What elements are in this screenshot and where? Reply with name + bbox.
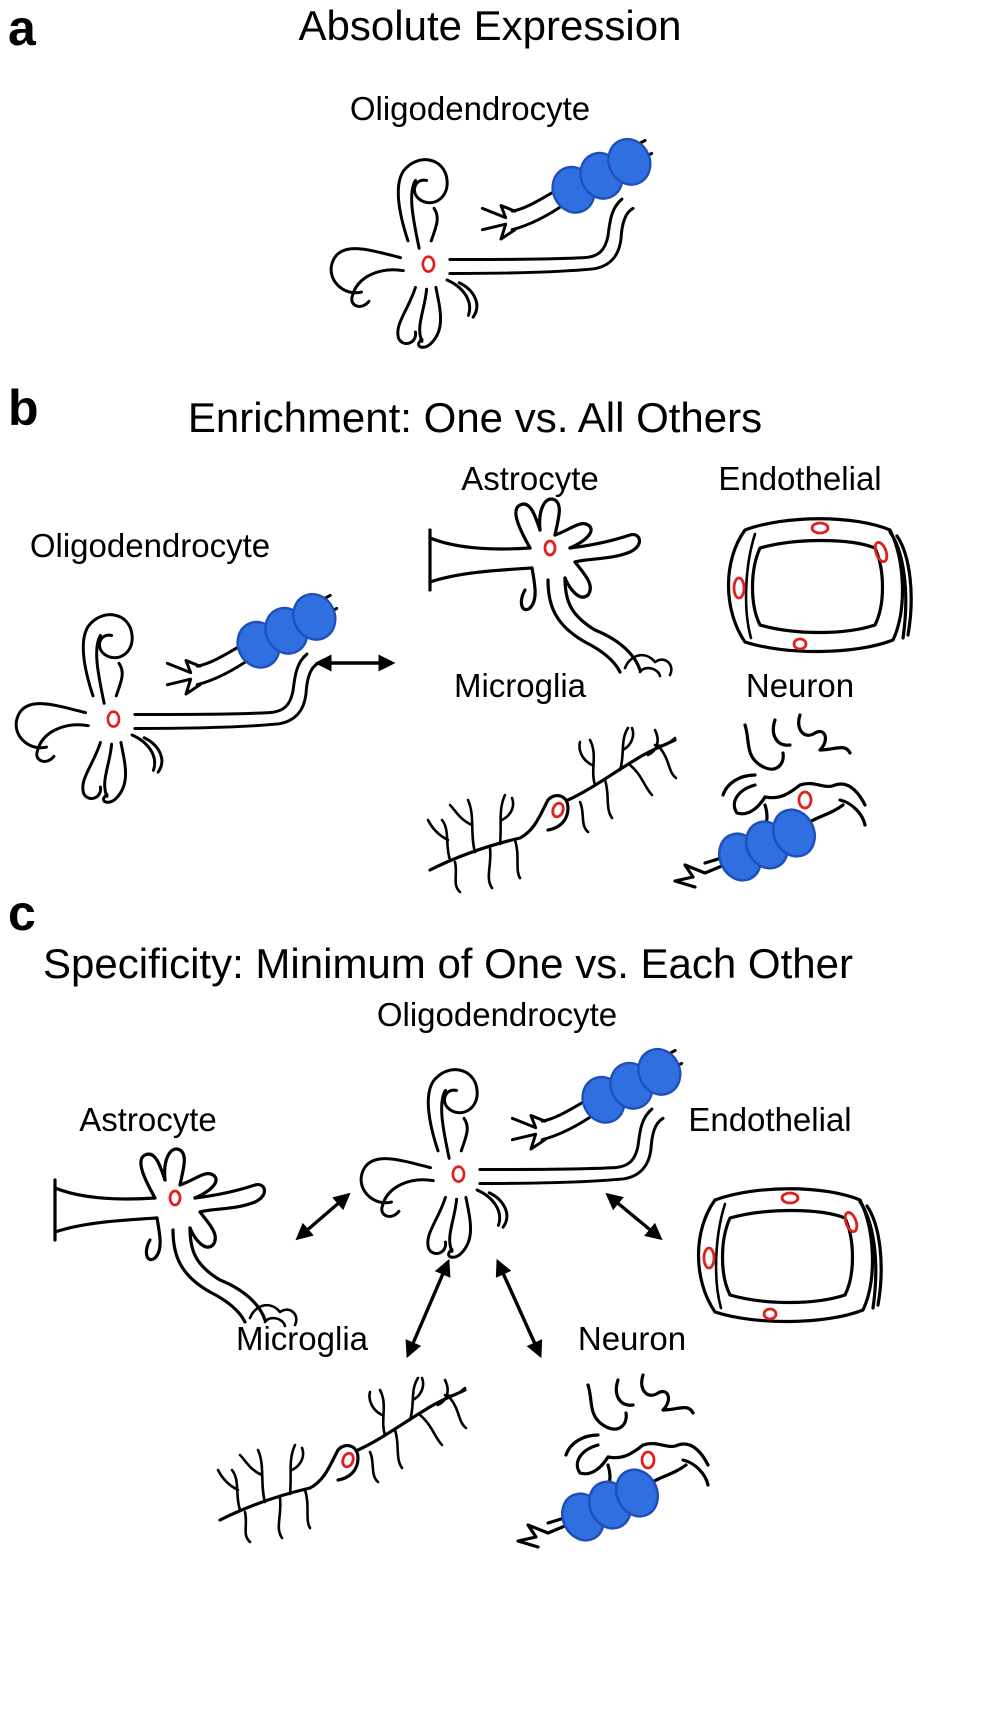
double-arrow-icon [405, 1258, 451, 1359]
panel-b-neuron-label: Neuron [746, 667, 854, 704]
oligodendrocyte-icon [14, 585, 345, 804]
panel-b-letter: b [8, 380, 39, 436]
panel-c-oligodendrocyte-label: Oligodendrocyte [377, 996, 617, 1033]
panel-c: c Specificity: Minimum of One vs. Each O… [8, 885, 883, 1549]
panel-c-title: Specificity: Minimum of One vs. Each Oth… [43, 940, 853, 987]
panel-c-neuron-label: Neuron [578, 1320, 686, 1357]
neuron-icon [516, 1373, 710, 1549]
endothelial-icon [696, 1187, 883, 1324]
astrocyte-icon [428, 497, 673, 678]
microglia-icon [216, 1376, 468, 1544]
neuron-icon [673, 713, 867, 889]
panel-c-microglia-label: Microglia [236, 1320, 369, 1357]
panel-c-letter: c [8, 885, 36, 941]
oligodendrocyte-icon [359, 1040, 690, 1259]
panel-b-endothelial-label: Endothelial [718, 460, 881, 497]
panel-a-letter: a [8, 0, 37, 56]
panel-a-title: Absolute Expression [299, 2, 682, 49]
double-arrow-icon [295, 1192, 351, 1241]
panel-b-astrocyte-label: Astrocyte [461, 460, 599, 497]
astrocyte-icon [53, 1147, 298, 1328]
panel-c-endothelial-label: Endothelial [688, 1101, 851, 1138]
double-arrow-icon [495, 1258, 543, 1359]
panel-b-oligodendrocyte-label: Oligodendrocyte [30, 527, 270, 564]
microglia-icon [426, 726, 678, 894]
panel-a-oligodendrocyte-label: Oligodendrocyte [350, 90, 590, 127]
panel-b: b Enrichment: One vs. All Others Oligode… [8, 380, 913, 894]
panel-b-title: Enrichment: One vs. All Others [188, 394, 762, 441]
panel-c-astrocyte-label: Astrocyte [79, 1101, 217, 1138]
oligodendrocyte-icon [329, 130, 660, 349]
panel-b-microglia-label: Microglia [454, 667, 587, 704]
panel-a: a Absolute Expression Oligodendrocyte [8, 0, 682, 349]
endothelial-icon [726, 517, 913, 654]
double-arrow-icon [605, 1192, 663, 1241]
